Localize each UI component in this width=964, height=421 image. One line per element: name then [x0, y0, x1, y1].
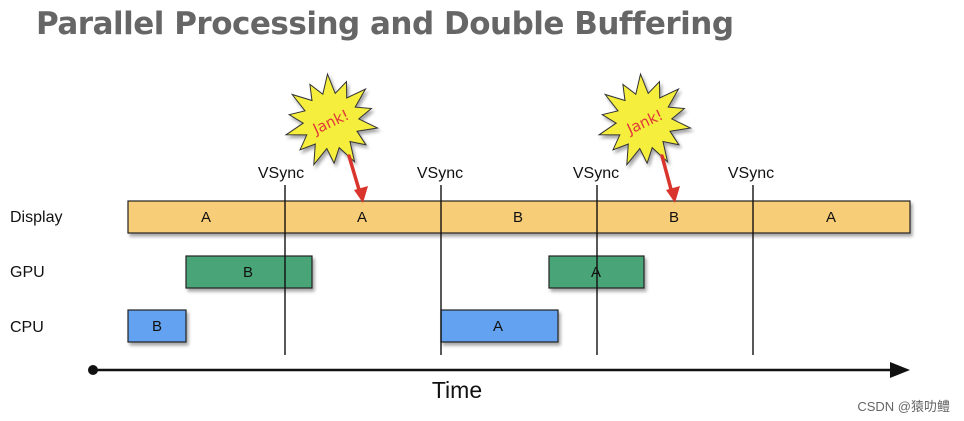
jank-burst-shape: [284, 72, 380, 167]
jank-burst-shape: [597, 72, 693, 167]
starburst-icon: Jank!: [284, 72, 380, 167]
watermark: CSDN @猿叻鳢: [857, 399, 950, 414]
gpu-block-b: [185, 255, 313, 289]
jank-arrow-head: [666, 186, 680, 203]
display-segment-label: A: [357, 209, 367, 226]
vsync-label: VSync: [258, 165, 304, 182]
display-segment-label: B: [669, 209, 679, 226]
gpu-block-label: B: [243, 264, 253, 281]
cpu-block-a: [440, 309, 559, 343]
vsync-label: VSync: [728, 165, 774, 182]
cpu-block-b: [127, 309, 187, 343]
time-axis-label: Time: [432, 377, 482, 403]
jank-arrow-head: [354, 186, 368, 203]
jank-arrow-shaft: [347, 154, 362, 195]
row-label-display: Display: [10, 209, 62, 226]
row-label-cpu: CPU: [10, 319, 44, 336]
display-bar: [127, 200, 911, 234]
vsync-label: VSync: [417, 165, 463, 182]
display-segment-label: A: [826, 209, 836, 226]
diagram-title: Parallel Processing and Double Buffering: [36, 6, 734, 42]
arrow-down-icon: [347, 154, 368, 203]
vsync-label: VSync: [573, 165, 619, 182]
arrow-down-icon: [660, 154, 680, 203]
display-segment-label: A: [201, 209, 211, 226]
gpu-block-label: A: [591, 264, 601, 281]
cpu-block-label: B: [152, 318, 162, 335]
cpu-block-label: A: [493, 318, 503, 335]
jank-arrow-shaft: [660, 154, 674, 195]
row-label-gpu: GPU: [10, 264, 45, 281]
time-axis-arrowhead: [890, 362, 910, 378]
starburst-icon: Jank!: [597, 72, 693, 167]
display-segment-label: B: [513, 209, 523, 226]
